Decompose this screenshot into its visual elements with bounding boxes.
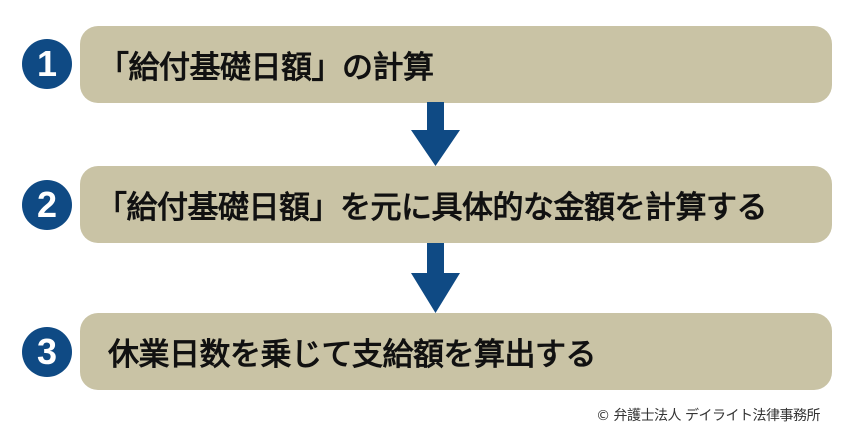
step-label: 休業日数を乗じて支給額を算出する — [108, 337, 597, 373]
arrow-down-icon — [411, 243, 460, 313]
arrow-down-icon — [411, 102, 460, 166]
step-number-badge-3: 3 — [22, 327, 72, 377]
step-label: 「給付基礎日額」を元に具体的な金額を計算する — [96, 190, 768, 226]
step-box-2: 「給付基礎日額」を元に具体的な金額を計算する — [80, 166, 832, 243]
copyright-notice: © 弁護士法人 デイライト法律事務所 — [596, 408, 820, 424]
step-number: 1 — [36, 43, 58, 84]
step-number-badge-2: 2 — [22, 180, 72, 230]
step-number: 2 — [36, 184, 58, 225]
step-box-3: 休業日数を乗じて支給額を算出する — [80, 313, 832, 390]
step-number-badge-1: 1 — [22, 39, 72, 89]
step-box-1: 「給付基礎日額」の計算 — [80, 26, 832, 103]
step-number: 3 — [36, 331, 58, 372]
step-label: 「給付基礎日額」の計算 — [98, 50, 434, 86]
